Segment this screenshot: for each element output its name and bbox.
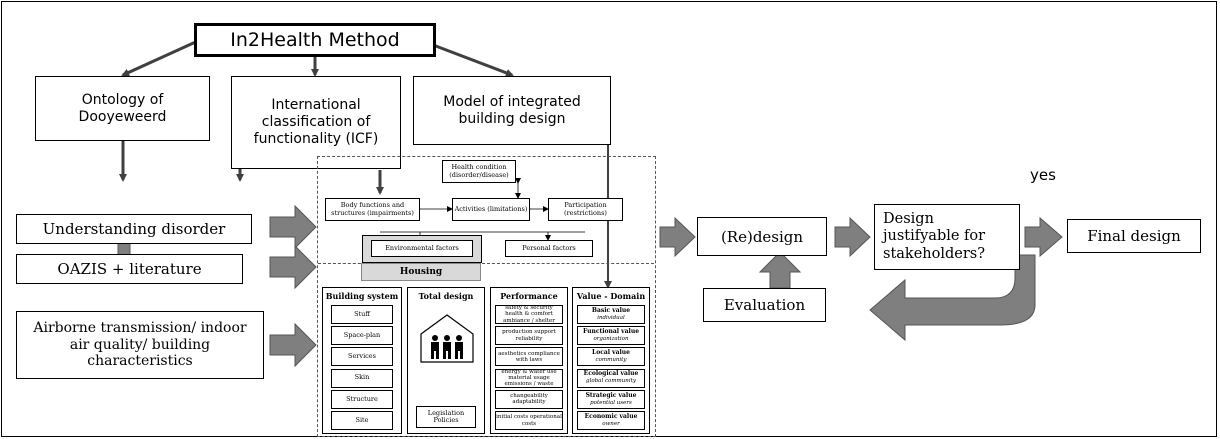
- domain-label: potential users: [590, 399, 632, 406]
- value-label: Strategic value: [585, 391, 637, 399]
- domain-label: individual: [597, 314, 625, 321]
- icf-body-functions-label: Body functions and structures (impairmen…: [331, 201, 414, 217]
- block-arrow-to-final: [1024, 216, 1063, 258]
- icf-participation: Participation (restrictions): [548, 198, 623, 221]
- oazis-label: OAZIS + literature: [57, 260, 202, 278]
- block-arrow-to-redesign: [659, 216, 696, 258]
- domain-label: owner: [602, 420, 620, 427]
- icf-body-functions: Body functions and structures (impairmen…: [325, 198, 420, 221]
- understanding-box: Understanding disorder: [16, 214, 252, 244]
- airborne-label: Airborne transmission/ indoor air qualit…: [33, 319, 247, 370]
- icf-box: International classification of function…: [231, 76, 401, 169]
- block-arrow-oazis: [269, 244, 317, 290]
- building-model-label: Model of integrated building design: [443, 93, 581, 127]
- performance-item: changeability adaptability: [495, 389, 563, 409]
- block-arrow-decision-back: [869, 254, 1036, 342]
- icf-environmental: Environmental factors: [371, 240, 473, 257]
- building-system-item: Site: [331, 411, 393, 430]
- ontology-box: Ontology of Dooyeweerd: [35, 76, 210, 141]
- understanding-label: Understanding disorder: [42, 220, 226, 238]
- building-system-title: Building system: [325, 291, 399, 301]
- icf-housing-panel: [317, 156, 656, 437]
- block-arrow-airborne: [269, 322, 317, 368]
- performance-title: Performance: [500, 291, 558, 301]
- block-arrow-understanding: [269, 204, 317, 250]
- icf-label: International classification of function…: [253, 97, 379, 147]
- icf-health-condition: Health condition (disorder/disease): [442, 160, 516, 183]
- airborne-box: Airborne transmission/ indoor air qualit…: [16, 311, 264, 379]
- total-design-title: Total design: [418, 291, 474, 301]
- performance-item: initial costs operational costs: [495, 411, 563, 430]
- value-label: Ecological value: [583, 370, 639, 378]
- value-label: Functional value: [582, 328, 640, 336]
- domain-label: global community: [586, 378, 636, 385]
- icf-environmental-label: Environmental factors: [385, 243, 459, 252]
- final-design-box: Final design: [1067, 219, 1201, 253]
- performance-item: production support reliability: [495, 326, 563, 346]
- icf-health-condition-label: Health condition (disorder/disease): [449, 163, 509, 179]
- evaluation-box: Evaluation: [703, 288, 826, 322]
- decision-box: Design justifyable for stakeholders?: [874, 204, 1020, 270]
- building-system-item: Stuff: [331, 305, 393, 324]
- method-title-box: In2Health Method: [194, 23, 436, 57]
- performance-item: safety & security health & comfort ambia…: [495, 305, 563, 324]
- ontology-label: Ontology of Dooyeweerd: [78, 91, 167, 125]
- building-system-item: Space-plan: [331, 326, 393, 346]
- legislation-policies: Legislation Policies: [416, 406, 476, 428]
- performance-item: energy & water use material usage emissi…: [495, 368, 563, 388]
- yes-label: yes: [1030, 166, 1056, 184]
- icf-personal-label: Personal factors: [522, 243, 576, 252]
- performance-item: aesthetics compliance with laws: [495, 347, 563, 367]
- building-system-item: Services: [331, 347, 393, 367]
- value-label: Economic value: [584, 412, 638, 420]
- evaluation-label: Evaluation: [723, 296, 806, 314]
- domain-label: community: [595, 357, 627, 364]
- decision-label: Design justifyable for stakeholders?: [883, 210, 986, 262]
- icf-activities: Activities (limitations): [452, 198, 530, 221]
- value-domain-title: Value - Domain: [576, 291, 646, 301]
- icf-personal: Personal factors: [505, 240, 593, 257]
- house-people-icon: [420, 314, 474, 363]
- icf-participation-label: Participation (restrictions): [564, 201, 607, 217]
- building-system-item: Structure: [331, 389, 393, 409]
- final-design-label: Final design: [1087, 227, 1181, 245]
- redesign-label: (Re)design: [720, 227, 804, 246]
- method-title: In2Health Method: [230, 28, 400, 51]
- redesign-box: (Re)design: [697, 217, 827, 256]
- building-model-box: Model of integrated building design: [413, 76, 611, 145]
- oazis-box: OAZIS + literature: [16, 254, 243, 284]
- housing-divider: [318, 263, 654, 264]
- block-arrow-evaluation-up: [758, 251, 802, 289]
- housing-label: Housing: [361, 263, 481, 281]
- arrow-method-ontology: [121, 38, 201, 77]
- icf-activities-label: Activities (limitations): [454, 204, 528, 213]
- value-label: Local value: [592, 349, 630, 357]
- domain-label: organization: [593, 335, 629, 342]
- value-label: Basic value: [591, 306, 631, 314]
- block-arrow-to-decision: [834, 216, 871, 258]
- building-system-item: Skin: [331, 368, 393, 388]
- total-design-column: Total design Legislation Policies: [407, 287, 485, 434]
